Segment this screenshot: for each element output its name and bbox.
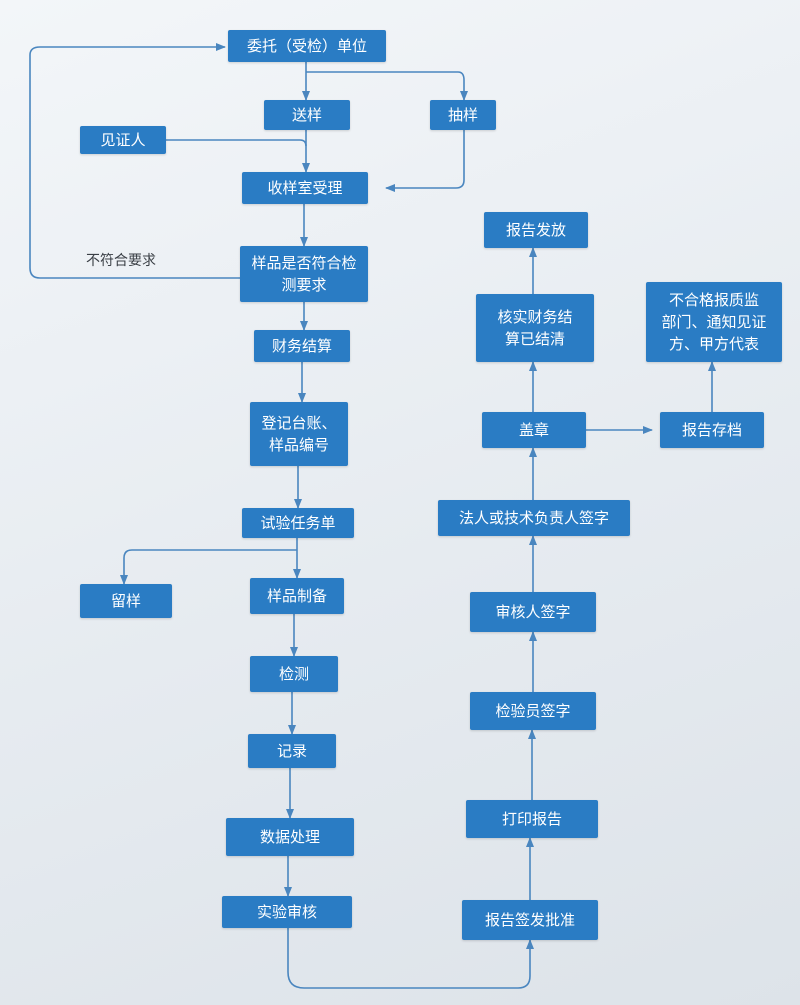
record-node: 记录 (248, 734, 336, 768)
witness-node: 见证人 (80, 126, 166, 154)
arrow-review-to-approve (287, 928, 534, 989)
not-meet-label: 不符合要求 (86, 253, 156, 269)
arrow-not-meet-return (29, 43, 240, 279)
receive-node: 收样室受理 (242, 172, 368, 204)
draw-sample-node: 抽样 (430, 100, 496, 130)
inspector-sign-node: 检验员签字 (470, 692, 596, 730)
print-report-node: 打印报告 (466, 800, 598, 838)
notify-node: 不合格报质监 部门、通知见证 方、甲方代表 (646, 282, 782, 362)
arrow-task-to-retain (120, 549, 297, 585)
retain-node: 留样 (80, 584, 172, 618)
register-node: 登记台账、 样品编号 (250, 402, 348, 466)
data-processing-node: 数据处理 (226, 818, 354, 856)
arrow-entrust-to-draw (306, 71, 468, 101)
entrust-node: 委托（受检）单位 (228, 30, 386, 62)
send-sample-node: 送样 (264, 100, 350, 130)
seal-node: 盖章 (482, 412, 586, 448)
finance-settle-node: 财务结算 (254, 330, 350, 362)
reviewer-sign-node: 审核人签字 (470, 592, 596, 632)
check-requirements-node: 样品是否符合检 测要求 (240, 246, 368, 302)
archive-node: 报告存档 (660, 412, 764, 448)
task-sheet-node: 试验任务单 (242, 508, 354, 538)
legal-sign-node: 法人或技术负责人签字 (438, 500, 630, 536)
lab-review-node: 实验审核 (222, 896, 352, 928)
report-approve-node: 报告签发批准 (462, 900, 598, 940)
preparation-node: 样品制备 (250, 578, 344, 614)
report-issue-node: 报告发放 (484, 212, 588, 248)
arrow-witness-to-receive (166, 139, 307, 147)
testing-node: 检测 (250, 656, 338, 692)
verify-finance-node: 核实财务结 算已结清 (476, 294, 594, 362)
arrow-draw-to-receive (385, 130, 465, 192)
